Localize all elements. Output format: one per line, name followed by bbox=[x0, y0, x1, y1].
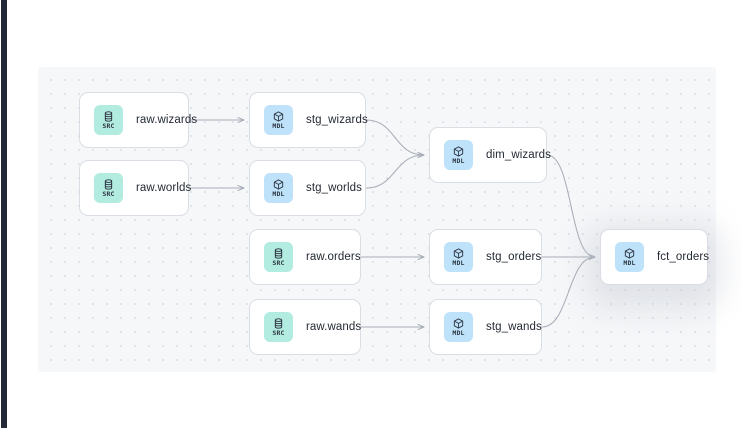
graph-node-raw_wands[interactable]: SRC raw.wands bbox=[249, 299, 361, 355]
node-label: stg_wands bbox=[486, 320, 542, 333]
node-label: raw.wizards bbox=[136, 113, 198, 126]
node-type-badge-src: SRC bbox=[264, 242, 293, 272]
node-type-label: SRC bbox=[272, 329, 285, 337]
node-type-label: MDL bbox=[272, 122, 285, 130]
node-type-badge-src: SRC bbox=[94, 173, 123, 203]
node-type-label: MDL bbox=[452, 259, 465, 267]
graph-node-stg_wands[interactable]: MDL stg_wands bbox=[429, 299, 542, 355]
node-type-badge-mdl: MDL bbox=[444, 312, 473, 342]
node-type-badge-mdl: MDL bbox=[444, 140, 473, 170]
database-icon bbox=[103, 178, 114, 190]
graph-node-raw_orders[interactable]: SRC raw.orders bbox=[249, 229, 361, 285]
cube-icon bbox=[453, 247, 464, 259]
node-type-label: SRC bbox=[272, 259, 285, 267]
node-label: stg_orders bbox=[486, 250, 542, 263]
cube-icon bbox=[273, 110, 284, 122]
node-label: dim_wizards bbox=[486, 148, 552, 161]
cube-icon bbox=[624, 247, 635, 259]
graph-node-stg_worlds[interactable]: MDL stg_worlds bbox=[249, 160, 366, 216]
node-label: raw.orders bbox=[306, 250, 361, 263]
node-label: raw.worlds bbox=[136, 181, 192, 194]
node-type-badge-src: SRC bbox=[94, 105, 123, 135]
database-icon bbox=[103, 110, 114, 122]
node-type-badge-mdl: MDL bbox=[264, 105, 293, 135]
database-icon bbox=[273, 247, 284, 259]
graph-edge-stg_worlds-to-dim_wizards bbox=[365, 155, 425, 189]
node-label: fct_orders bbox=[657, 250, 710, 263]
node-type-badge-mdl: MDL bbox=[615, 242, 644, 272]
node-type-label: SRC bbox=[102, 122, 115, 130]
graph-node-stg_wizards[interactable]: MDL stg_wizards bbox=[249, 92, 368, 148]
database-icon bbox=[273, 317, 284, 329]
node-type-label: MDL bbox=[452, 329, 465, 337]
node-type-label: MDL bbox=[452, 157, 465, 165]
node-type-badge-mdl: MDL bbox=[264, 173, 293, 203]
graph-edge-dim_wizards-to-fct_orders bbox=[546, 154, 596, 257]
node-type-label: SRC bbox=[102, 190, 115, 198]
graph-node-stg_orders[interactable]: MDL stg_orders bbox=[429, 229, 542, 285]
graph-node-dim_wizards[interactable]: MDL dim_wizards bbox=[429, 127, 551, 183]
cube-icon bbox=[453, 317, 464, 329]
cube-icon bbox=[273, 178, 284, 190]
sidebar-rail bbox=[1, 0, 7, 428]
node-type-badge-src: SRC bbox=[264, 312, 293, 342]
graph-node-raw_worlds[interactable]: SRC raw.worlds bbox=[79, 160, 192, 216]
graph-node-fct_orders[interactable]: MDL fct_orders bbox=[600, 229, 710, 285]
node-label: raw.wands bbox=[306, 320, 362, 333]
cube-icon bbox=[453, 145, 464, 157]
graph-node-raw_wizards[interactable]: SRC raw.wizards bbox=[79, 92, 197, 148]
node-type-label: MDL bbox=[272, 190, 285, 198]
node-label: stg_worlds bbox=[306, 181, 362, 194]
node-type-badge-mdl: MDL bbox=[444, 242, 473, 272]
node-type-label: MDL bbox=[623, 259, 636, 267]
graph-edge-stg_wizards-to-dim_wizards bbox=[365, 119, 425, 155]
node-label: stg_wizards bbox=[306, 113, 368, 126]
graph-edge-stg_wands-to-fct_orders bbox=[541, 257, 596, 328]
